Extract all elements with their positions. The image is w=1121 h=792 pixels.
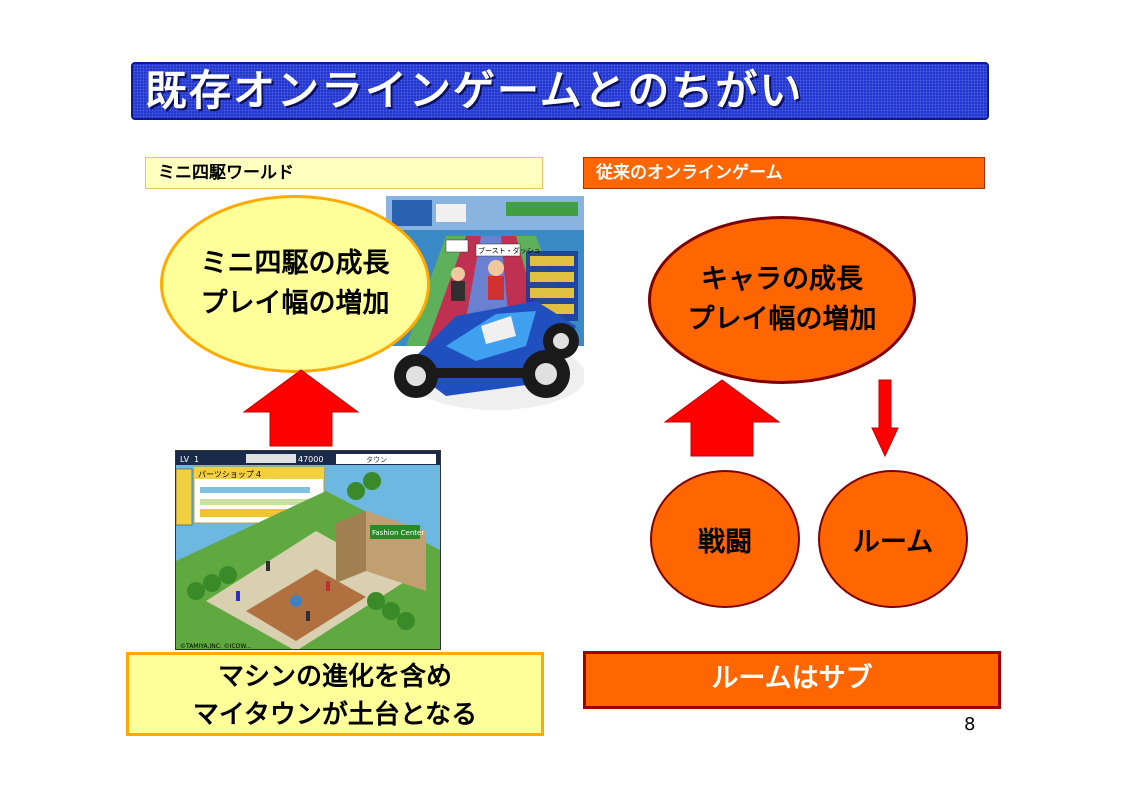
battle-circle: 戦闘 bbox=[650, 470, 800, 608]
left-up-arrow bbox=[242, 369, 360, 447]
my-town-line2: マイタウンが土台となる bbox=[192, 700, 478, 730]
speech-bubble: ブースト・ダッシュ bbox=[478, 246, 541, 255]
room-is-sub-box: ルームはサブ bbox=[583, 651, 1001, 709]
character-growth-ellipse: キャラの成長 プレイ幅の増加 bbox=[648, 216, 916, 384]
location-label: タウン bbox=[366, 455, 387, 464]
building-sign: Fashion Center bbox=[372, 529, 424, 537]
title-bar: 既存オンラインゲームとのちがい bbox=[131, 62, 989, 120]
town-game-screenshot: LV 1 47000 タウン パーツショップ 4 Fashion Cen bbox=[175, 450, 441, 650]
level-value: 1 bbox=[194, 455, 199, 464]
machine-growth-line1: ミニ四駆の成長 bbox=[200, 248, 390, 279]
my-town-foundation-box: マシンの進化を含め マイタウンが土台となる bbox=[126, 652, 544, 736]
page-title: 既存オンラインゲームとのちがい bbox=[145, 66, 804, 115]
copyright-text: ©TAMIYA,INC. ©ICOW... bbox=[180, 643, 251, 650]
shop-panel-title: パーツショップ bbox=[198, 470, 254, 479]
left-section-header: ミニ四駆ワールド bbox=[145, 157, 543, 189]
character-growth-line2: プレイ幅の増加 bbox=[687, 304, 877, 335]
character-growth-line1: キャラの成長 bbox=[701, 264, 863, 295]
shop-panel-number: 4 bbox=[256, 470, 261, 479]
room-circle: ルーム bbox=[818, 470, 968, 608]
machine-growth-line2: プレイ幅の増加 bbox=[200, 288, 390, 319]
right-up-arrow bbox=[663, 379, 781, 457]
score-value: 47000 bbox=[298, 455, 323, 464]
right-down-arrow bbox=[871, 379, 899, 458]
car-game-screenshot: ブースト・ダッシュ bbox=[386, 196, 584, 410]
right-section-header: 従来のオンラインゲーム bbox=[583, 157, 985, 189]
page-number: 8 bbox=[964, 714, 976, 735]
my-town-line1: マシンの進化を含め bbox=[217, 662, 452, 692]
machine-growth-ellipse: ミニ四駆の成長 プレイ幅の増加 bbox=[160, 195, 430, 373]
level-label: LV bbox=[180, 455, 190, 464]
